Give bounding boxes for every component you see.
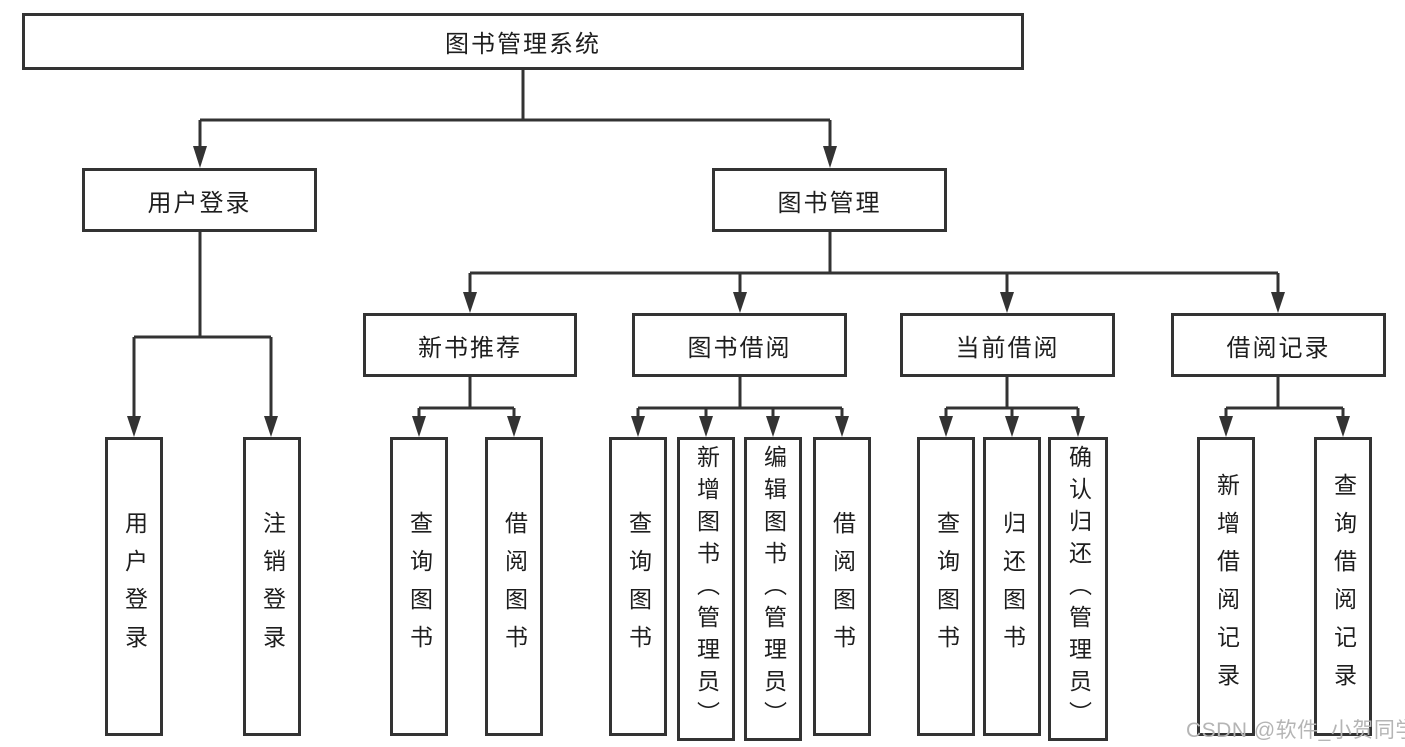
arrow-icon: [939, 416, 953, 437]
node-label: 归还图书: [999, 510, 1026, 663]
arrow-icon: [1005, 416, 1019, 437]
arrowheads: [127, 146, 1350, 437]
node-label: 查询借阅记录: [1330, 472, 1357, 701]
node-label: 查询图书: [406, 510, 433, 663]
node-new-book-recommend: 新书推荐: [363, 313, 577, 377]
arrow-icon: [835, 416, 849, 437]
arrow-icon: [1000, 292, 1014, 313]
node-book-management: 图书管理: [712, 168, 947, 232]
arrow-icon: [507, 416, 521, 437]
leaf-add-borrow-record: 新增借阅记录: [1197, 437, 1255, 736]
node-label: 查询图书: [625, 510, 652, 663]
node-label: 图书借阅: [687, 334, 792, 362]
node-label: 图书管理: [777, 189, 882, 217]
arrow-icon: [699, 416, 713, 437]
node-borrow-records: 借阅记录: [1171, 313, 1386, 377]
arrow-icon: [1071, 416, 1085, 437]
arrow-icon: [733, 292, 747, 313]
node-label: 图书管理系统: [445, 31, 601, 58]
connector-root-to-level2: [198, 70, 832, 150]
leaf-borrow-books-newbooks: 借阅图书: [485, 437, 543, 736]
arrow-icon: [127, 416, 141, 437]
connector-bookmgmt-to-level3: [468, 232, 1280, 296]
leaf-logout: 注销登录: [243, 437, 301, 736]
arrow-icon: [1271, 292, 1285, 313]
arrow-icon: [193, 146, 207, 168]
leaf-query-books-current: 查询图书: [917, 437, 975, 736]
connector-newbooks-to-leaves: [417, 377, 516, 420]
node-label: 借阅图书: [829, 510, 856, 663]
leaf-add-books-admin: 新增图书（管理员）: [677, 437, 735, 741]
arrow-icon: [631, 416, 645, 437]
leaf-edit-books-admin: 编辑图书（管理员）: [744, 437, 802, 741]
leaf-query-books-borrow: 查询图书: [609, 437, 667, 736]
arrow-icon: [264, 416, 278, 437]
node-label: 用户登录: [147, 189, 252, 217]
node-label: 用户登录: [121, 510, 148, 663]
leaf-query-books-newbooks: 查询图书: [390, 437, 448, 736]
node-book-borrow: 图书借阅: [632, 313, 847, 377]
leaf-borrow-books-borrow: 借阅图书: [813, 437, 871, 736]
arrow-icon: [1336, 416, 1350, 437]
leaf-confirm-return-admin: 确认归还（管理员）: [1048, 437, 1108, 741]
arrow-icon: [766, 416, 780, 437]
node-label: 注销登录: [259, 510, 286, 663]
node-label: 借阅记录: [1226, 334, 1331, 362]
arrow-icon: [823, 146, 837, 168]
leaf-return-books: 归还图书: [983, 437, 1041, 736]
node-current-borrow: 当前借阅: [900, 313, 1115, 377]
arrow-icon: [463, 292, 477, 313]
node-label: 新书推荐: [418, 334, 522, 362]
leaf-query-borrow-record: 查询借阅记录: [1314, 437, 1372, 736]
node-label: 新增图书（管理员）: [693, 445, 720, 733]
arrow-icon: [1219, 416, 1233, 437]
node-label: 新增借阅记录: [1213, 472, 1240, 701]
connector-currentborrow-to-leaves: [944, 377, 1080, 420]
leaf-user-login: 用户登录: [105, 437, 163, 736]
connector-records-to-leaves: [1224, 377, 1345, 420]
connector-userlogin-to-leaves: [132, 232, 273, 420]
node-label: 借阅图书: [501, 510, 528, 663]
arrow-icon: [412, 416, 426, 437]
node-user-login: 用户登录: [82, 168, 317, 232]
node-label: 查询图书: [933, 510, 960, 663]
connector-bookborrow-to-leaves: [636, 377, 844, 420]
node-label: 当前借阅: [955, 334, 1060, 362]
node-root-library-system: 图书管理系统: [22, 13, 1024, 70]
node-label: 确认归还（管理员）: [1065, 445, 1092, 733]
node-label: 编辑图书（管理员）: [760, 445, 787, 733]
csdn-watermark: CSDN @软件_小贺同学: [1186, 719, 1405, 742]
